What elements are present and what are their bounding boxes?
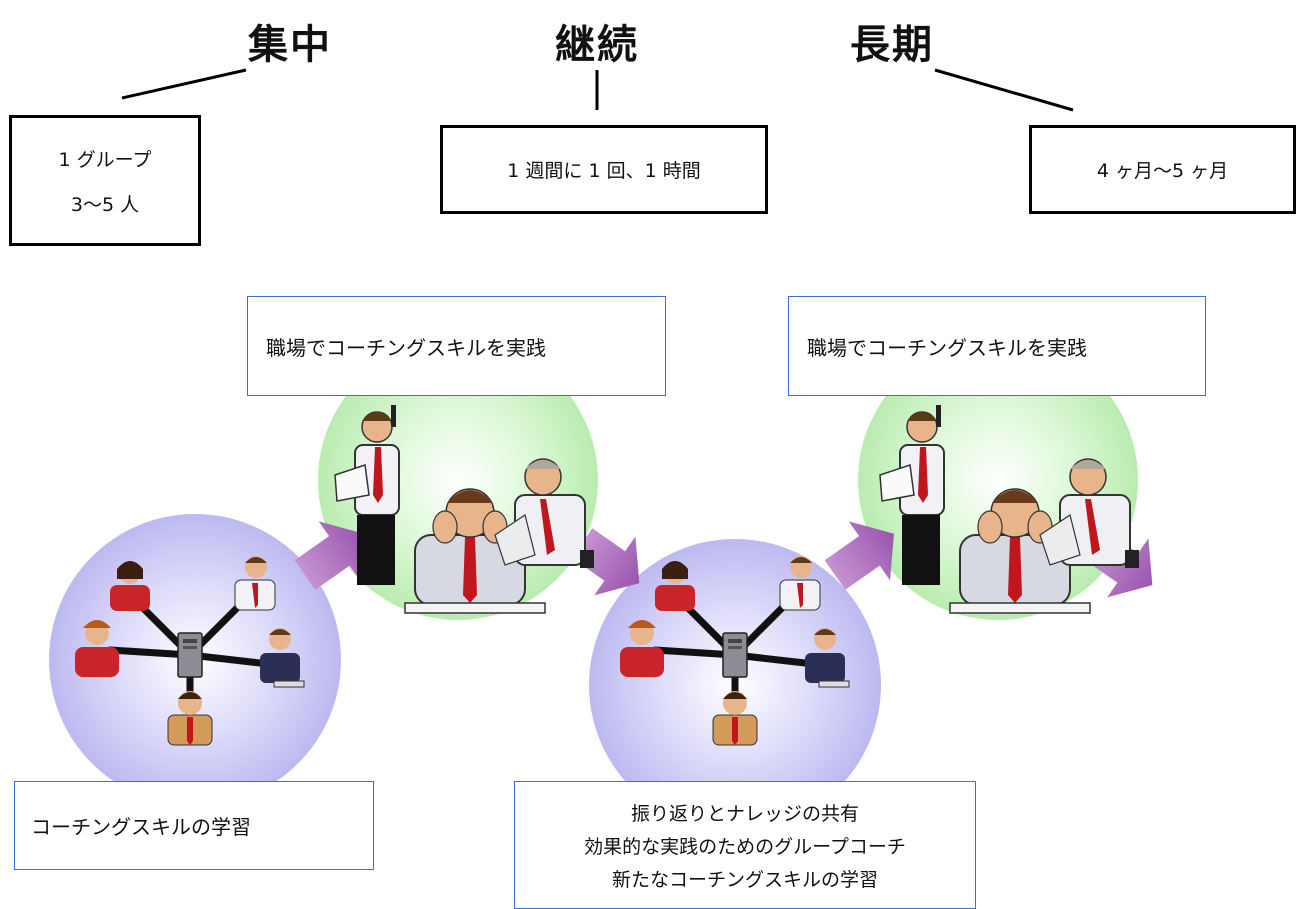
- practice-callout-2: 職場でコーチングスキルを実践: [788, 296, 1206, 396]
- group-size-line-2: 3〜5 人: [70, 193, 140, 216]
- frequency-text: 1 週間に 1 回、1 時間: [507, 160, 701, 182]
- duration-box: 4 ヶ月〜5 ヶ月: [1029, 125, 1296, 214]
- learning-callout: コーチングスキルの学習: [14, 781, 374, 870]
- learning-callout-text: コーチングスキルの学習: [31, 815, 251, 839]
- practice-callout-1: 職場でコーチングスキルを実践: [247, 296, 666, 396]
- heading-concentrate: 集中: [248, 22, 332, 68]
- group-size-box: 1 グループ 3〜5 人: [9, 115, 201, 246]
- connector-line-concentrate: [121, 68, 247, 100]
- practice-callout-2-text: 職場でコーチングスキルを実践: [807, 335, 1087, 360]
- arrow-2: [571, 528, 640, 596]
- practice-callout-1-text: 職場でコーチングスキルを実践: [266, 335, 546, 360]
- review-callout-line-2: 効果的な実践のためのグループコーチ: [584, 835, 906, 858]
- arrow-3: [824, 521, 894, 590]
- frequency-box: 1 週間に 1 回、1 時間: [440, 125, 768, 214]
- duration-text: 4 ヶ月〜5 ヶ月: [1096, 160, 1229, 182]
- review-callout-line-1: 振り返りとナレッジの共有: [630, 802, 859, 825]
- review-callout: 振り返りとナレッジの共有 効果的な実践のためのグループコーチ 新たなコーチングス…: [514, 781, 976, 909]
- heading-continue: 継続: [555, 22, 639, 68]
- review-callout-line-3: 新たなコーチングスキルの学習: [611, 868, 878, 891]
- heading-long-term: 長期: [850, 22, 934, 68]
- group-size-line-1: 1 グループ: [58, 148, 152, 171]
- arrow-1: [294, 521, 364, 590]
- connector-line-long-term: [934, 68, 1074, 112]
